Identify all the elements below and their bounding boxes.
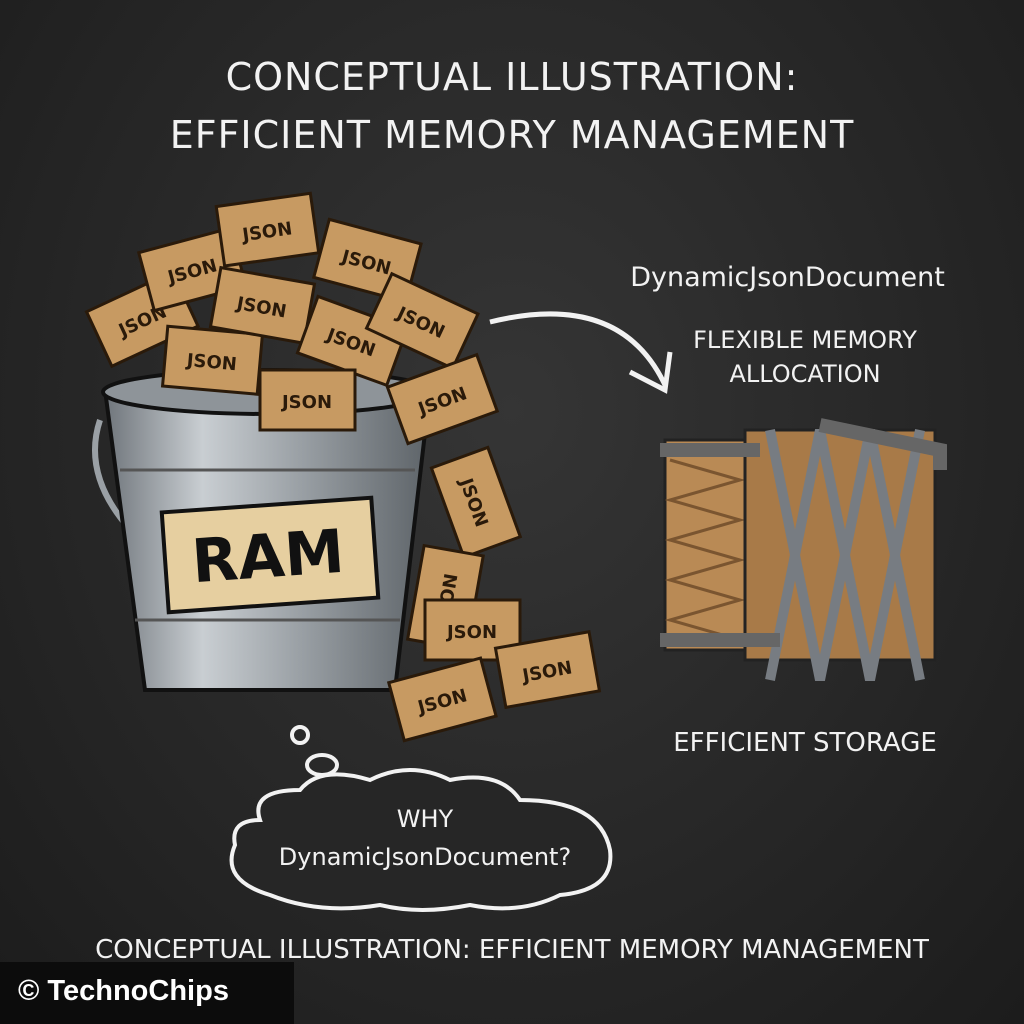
json-box: JSON [429,445,523,560]
json-box: JSON [258,368,357,432]
thought-line-2: DynamicJsonDocument? [278,843,572,871]
watermark: © TechnoChips [0,962,294,1024]
thought-line-1: WHY [396,805,454,833]
thought-bubble [229,725,613,912]
efficient-storage-caption: EFFICIENT STORAGE [673,728,937,758]
json-box-label: JSON [445,622,497,643]
expandable-storage-icon [660,418,947,681]
footer-caption: CONCEPTUAL ILLUSTRATION: EFFICIENT MEMOR… [95,935,929,965]
json-box: JSON [385,352,500,446]
json-box-label: JSON [280,392,332,413]
dynamic-json-heading: DynamicJsonDocument [630,262,945,293]
flexible-line-1: FLEXIBLE MEMORY [693,326,917,354]
json-box-label: JSON [184,350,238,375]
json-box: JSON [160,324,265,396]
json-box: JSON [208,265,317,345]
ram-label: RAM [189,516,347,598]
json-box: JSON [493,630,602,710]
json-box: JSON [386,656,498,743]
title-line-1: CONCEPTUAL ILLUSTRATION: [225,55,799,99]
json-box: JSON [214,191,321,268]
arrow-icon [489,311,668,387]
json-box: JSON [364,271,480,371]
ram-label-card [159,495,381,615]
flexible-line-2: ALLOCATION [729,360,881,388]
title-line-2: EFFICIENT MEMORY MANAGEMENT [169,113,855,157]
